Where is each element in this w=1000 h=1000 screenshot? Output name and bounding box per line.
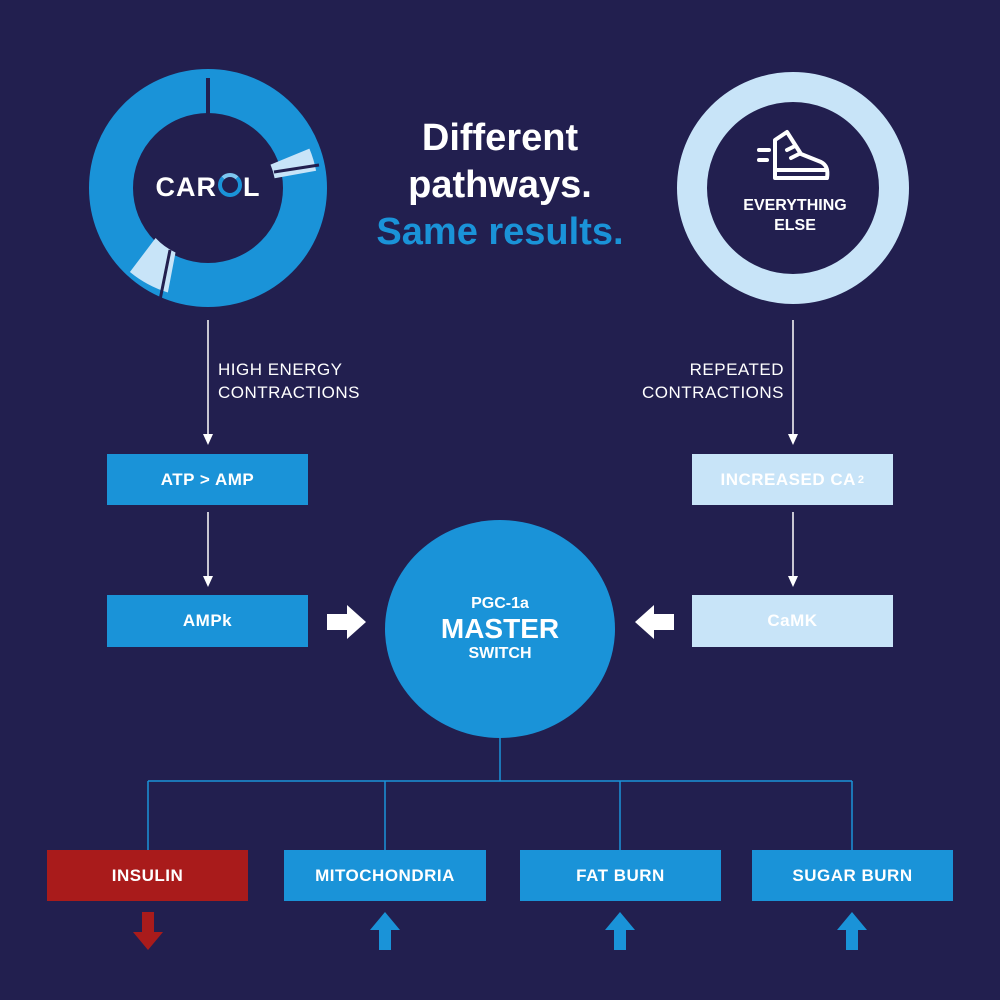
right-path-note: REPEATED CONTRACTIONS xyxy=(600,358,784,404)
everything-else-ring xyxy=(677,72,909,304)
increased-ca-label: INCREASED CA xyxy=(720,469,856,489)
arrow-right-icon xyxy=(327,605,366,639)
carol-donut-ring xyxy=(89,69,327,307)
headline: Different pathways. Same results. xyxy=(330,115,670,256)
left-path-note: HIGH ENERGY CONTRACTIONS xyxy=(218,358,360,404)
right-note-line-2: CONTRACTIONS xyxy=(642,383,784,402)
master-line-3: SWITCH xyxy=(468,645,532,662)
everything-else-line-2: ELSE xyxy=(774,217,816,234)
headline-line-1: Different xyxy=(421,117,579,159)
headline-line-3: Same results. xyxy=(376,211,624,253)
outcome-insulin: INSULIN xyxy=(47,850,248,901)
atp-amp-box: ATP > AMP xyxy=(107,454,308,505)
master-line-1: PGC-1a xyxy=(471,595,529,612)
left-note-line-2: CONTRACTIONS xyxy=(218,383,360,402)
arrow-left-icon xyxy=(635,605,674,639)
logo-o-ring-icon xyxy=(218,173,242,197)
master-line-2: MASTER xyxy=(440,613,560,644)
outcome-mitochondria: MITOCHONDRIA xyxy=(284,850,486,901)
right-connectors xyxy=(788,320,798,587)
arrow-up-icon xyxy=(370,912,400,950)
right-note-line-1: REPEATED xyxy=(689,360,784,379)
carol-logo: CAR L xyxy=(138,172,278,203)
outcome-sugar-burn: SUGAR BURN xyxy=(752,850,953,901)
camk-box: CaMK xyxy=(692,595,893,647)
everything-else-label: EVERYTHING ELSE xyxy=(720,196,870,236)
increased-ca-superscript: 2 xyxy=(857,473,865,486)
arrow-down-icon xyxy=(133,912,163,950)
shoe-icon xyxy=(757,130,830,180)
everything-else-line-1: EVERYTHING xyxy=(743,197,847,214)
left-note-line-1: HIGH ENERGY xyxy=(218,360,343,379)
ampk-box: AMPk xyxy=(107,595,308,647)
logo-text-end: L xyxy=(243,172,261,202)
outcome-connectors xyxy=(147,738,853,850)
outcome-fat-burn: FAT BURN xyxy=(520,850,721,901)
master-switch-circle: PGC-1a MASTER SWITCH xyxy=(385,520,615,738)
arrow-up-icon xyxy=(605,912,635,950)
logo-text-start: CAR xyxy=(155,172,217,202)
left-connectors xyxy=(203,320,213,587)
arrow-up-icon xyxy=(837,912,867,950)
headline-line-2: pathways. xyxy=(408,164,592,206)
